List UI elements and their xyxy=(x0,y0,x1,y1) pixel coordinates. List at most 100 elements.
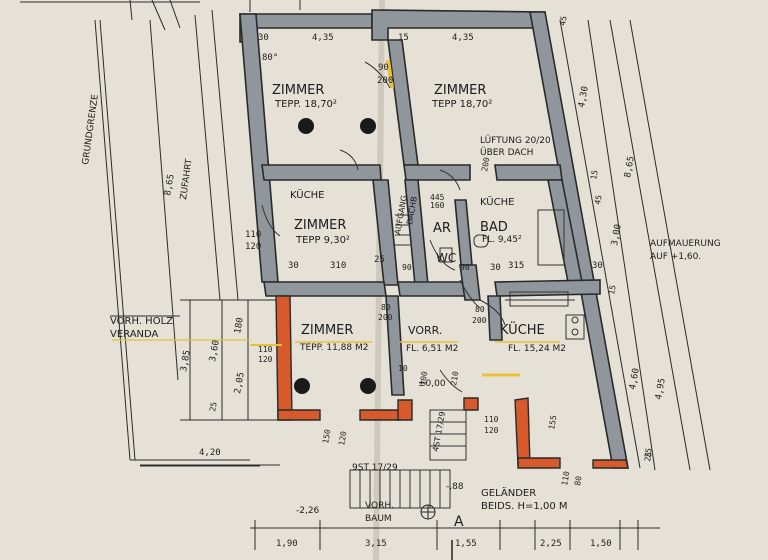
dim-text: 4,35 xyxy=(452,33,474,43)
tree-symbol xyxy=(420,504,436,520)
chimney-dots xyxy=(294,118,376,394)
dim-text: 90 xyxy=(402,263,412,272)
dim-text: 10 xyxy=(398,364,408,373)
dim-text: 180 xyxy=(233,317,246,335)
dim-text: 150 xyxy=(321,428,332,444)
room-area: FL. 9,45² xyxy=(482,235,522,245)
dim-text: 90 xyxy=(460,263,470,272)
dim-text: 15 xyxy=(607,284,618,295)
zufahrt-label: ZUFAHRT xyxy=(179,158,195,201)
dim-text: 90 xyxy=(378,63,389,73)
dim-text: 3,00 xyxy=(610,223,624,246)
dim-text: 120 xyxy=(245,242,261,252)
level-label: ±0,00 xyxy=(418,379,446,389)
dim-text: 4,35 xyxy=(312,33,334,43)
dim-text: 25 xyxy=(643,451,654,462)
dim-text: 4,30 xyxy=(577,85,591,108)
grundgrenze-label: GRUNDGRENZE xyxy=(81,93,101,165)
veranda-label-2: VERANDA xyxy=(110,329,159,340)
baum-label-2: BAUM xyxy=(365,514,392,524)
room-area: FL. 15,24 M2 xyxy=(508,344,566,354)
kueche-label: KÜCHE xyxy=(480,195,514,208)
dim-text: 110 xyxy=(560,470,571,486)
dim-text: 8,65 xyxy=(163,173,177,196)
dim-text: 30 xyxy=(592,261,603,271)
dim-text: 80° xyxy=(262,53,278,63)
room-name: BAD xyxy=(480,220,508,235)
level-label: -,88 xyxy=(446,482,464,492)
room-area: TEPP. 11,88 M2 xyxy=(299,343,368,353)
existing-walls xyxy=(239,9,629,469)
staircase xyxy=(349,214,467,509)
room-name: ZIMMER xyxy=(301,323,353,338)
room-area: TEPP. 18,70² xyxy=(274,99,337,110)
lueftung-label: LÜFTUNG 20/20 xyxy=(480,135,551,146)
section-marker: A xyxy=(454,514,464,530)
paper-fold xyxy=(373,0,385,560)
room-name: ZIMMER xyxy=(434,83,486,98)
dim-text: 200 xyxy=(378,313,393,322)
aufmauerung-label-2: AUF +1,60. xyxy=(650,252,701,262)
dim-text: 110 xyxy=(484,415,499,424)
dim-text: 315 xyxy=(508,261,524,271)
kueche-label: KÜCHE xyxy=(290,188,324,201)
baum-label-1: VORH. xyxy=(365,501,394,511)
dim-text: 110 xyxy=(245,230,261,240)
dim-text: 1,50 xyxy=(590,539,612,549)
dim-text: 200 xyxy=(472,316,487,325)
room-area: TEPP 18,70² xyxy=(431,99,492,110)
room-name: ZIMMER xyxy=(294,218,346,233)
dim-text: 110 xyxy=(258,345,273,354)
dim-text: 120 xyxy=(337,430,348,446)
dim-text: 45 xyxy=(558,15,569,26)
dim-text: 310 xyxy=(330,261,346,271)
gelaender-label-2: BEIDS. H=1,00 M xyxy=(481,501,568,512)
site-lines xyxy=(20,0,711,550)
wc-label: WC xyxy=(436,251,456,265)
dim-text: 80 xyxy=(475,305,485,314)
dim-text: 30 xyxy=(288,261,299,271)
dim-text: 445 xyxy=(430,193,445,202)
dim-text: 4,95 xyxy=(654,377,668,400)
bathroom-fixtures xyxy=(439,209,585,340)
aufmauerung-label-1: AUFMAUERUNG xyxy=(650,239,721,249)
dim-text: 30 xyxy=(490,263,501,273)
stairs-label: 9ST 17/29 xyxy=(352,463,398,473)
dim-text: 25 xyxy=(374,255,385,265)
dim-text: 3,60 xyxy=(208,339,222,362)
dim-text: 120 xyxy=(484,426,499,435)
room-name: VORR. xyxy=(408,324,442,337)
dim-text: 45 xyxy=(593,194,604,205)
dim-text: 200 xyxy=(377,76,393,86)
dim-text: 160 xyxy=(430,201,445,210)
room-area: FL. 6,51 M2 xyxy=(406,344,458,354)
ar-label: AR xyxy=(433,221,451,236)
dim-text: 8,65 xyxy=(623,155,637,178)
dim-text: 80 xyxy=(573,475,584,486)
dim-text: 2,05 xyxy=(233,371,247,394)
dim-text: 2,25 xyxy=(540,539,562,549)
dim-text: 4,20 xyxy=(199,448,221,458)
room-name: ZIMMER xyxy=(272,83,324,98)
dim-text: 1,90 xyxy=(276,539,298,549)
ueber-dach-label: ÜBER DACH xyxy=(480,147,533,158)
veranda-label-1: VORH. HOLZ xyxy=(110,316,173,327)
room-name: KÜCHE xyxy=(500,321,545,338)
dim-text: 200 xyxy=(480,156,491,172)
dim-text: 155 xyxy=(547,414,558,430)
new-walls xyxy=(275,295,629,469)
markings xyxy=(112,59,560,377)
dim-text: 15 xyxy=(589,169,600,180)
dim-text: 3,15 xyxy=(365,539,387,549)
dim-text: 80 xyxy=(381,303,391,312)
dim-text: 25 xyxy=(208,401,219,412)
dim-text: 100 xyxy=(418,370,429,386)
gelaender-label-1: GELÄNDER xyxy=(481,486,536,499)
dim-text: 15 xyxy=(398,33,409,43)
dimension-labels: 4,35 4,35 30 15 45 80° 90 200 4,30 8,65 … xyxy=(163,15,668,549)
dim-text: 3,85 xyxy=(179,349,193,372)
dim-text: 4,60 xyxy=(628,367,642,390)
dim-text: 1,55 xyxy=(455,539,477,549)
level-label: -2,26 xyxy=(296,506,320,516)
